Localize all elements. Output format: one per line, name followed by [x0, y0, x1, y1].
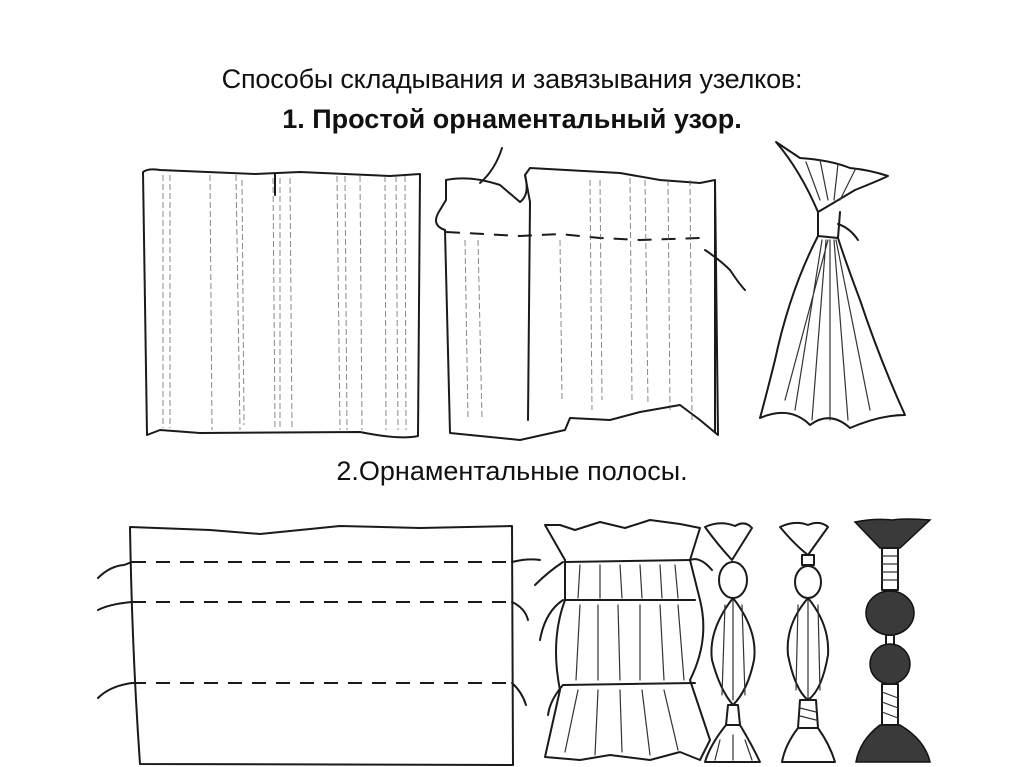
- basting-lines-fabric-illustration: [97, 525, 541, 766]
- section1-heading: 1. Простой орнаментальный узор.: [282, 104, 742, 134]
- section2-heading: 2.Орнаментальные полосы.: [336, 456, 688, 486]
- gathered-fabric-strip-illustration: [534, 519, 713, 761]
- tied-bead-strip-3-illustration: [853, 518, 932, 763]
- flat-pleated-fabric-illustration: [142, 168, 421, 439]
- folded-fabric-basting-illustration: [435, 147, 746, 441]
- tied-bead-strip-2-illustration: [779, 521, 836, 763]
- tied-bead-strip-1-illustration: [704, 522, 761, 763]
- slide-title: Способы складывания и завязывания узелко…: [221, 64, 803, 94]
- gathered-tied-fabric-illustration: [759, 141, 906, 429]
